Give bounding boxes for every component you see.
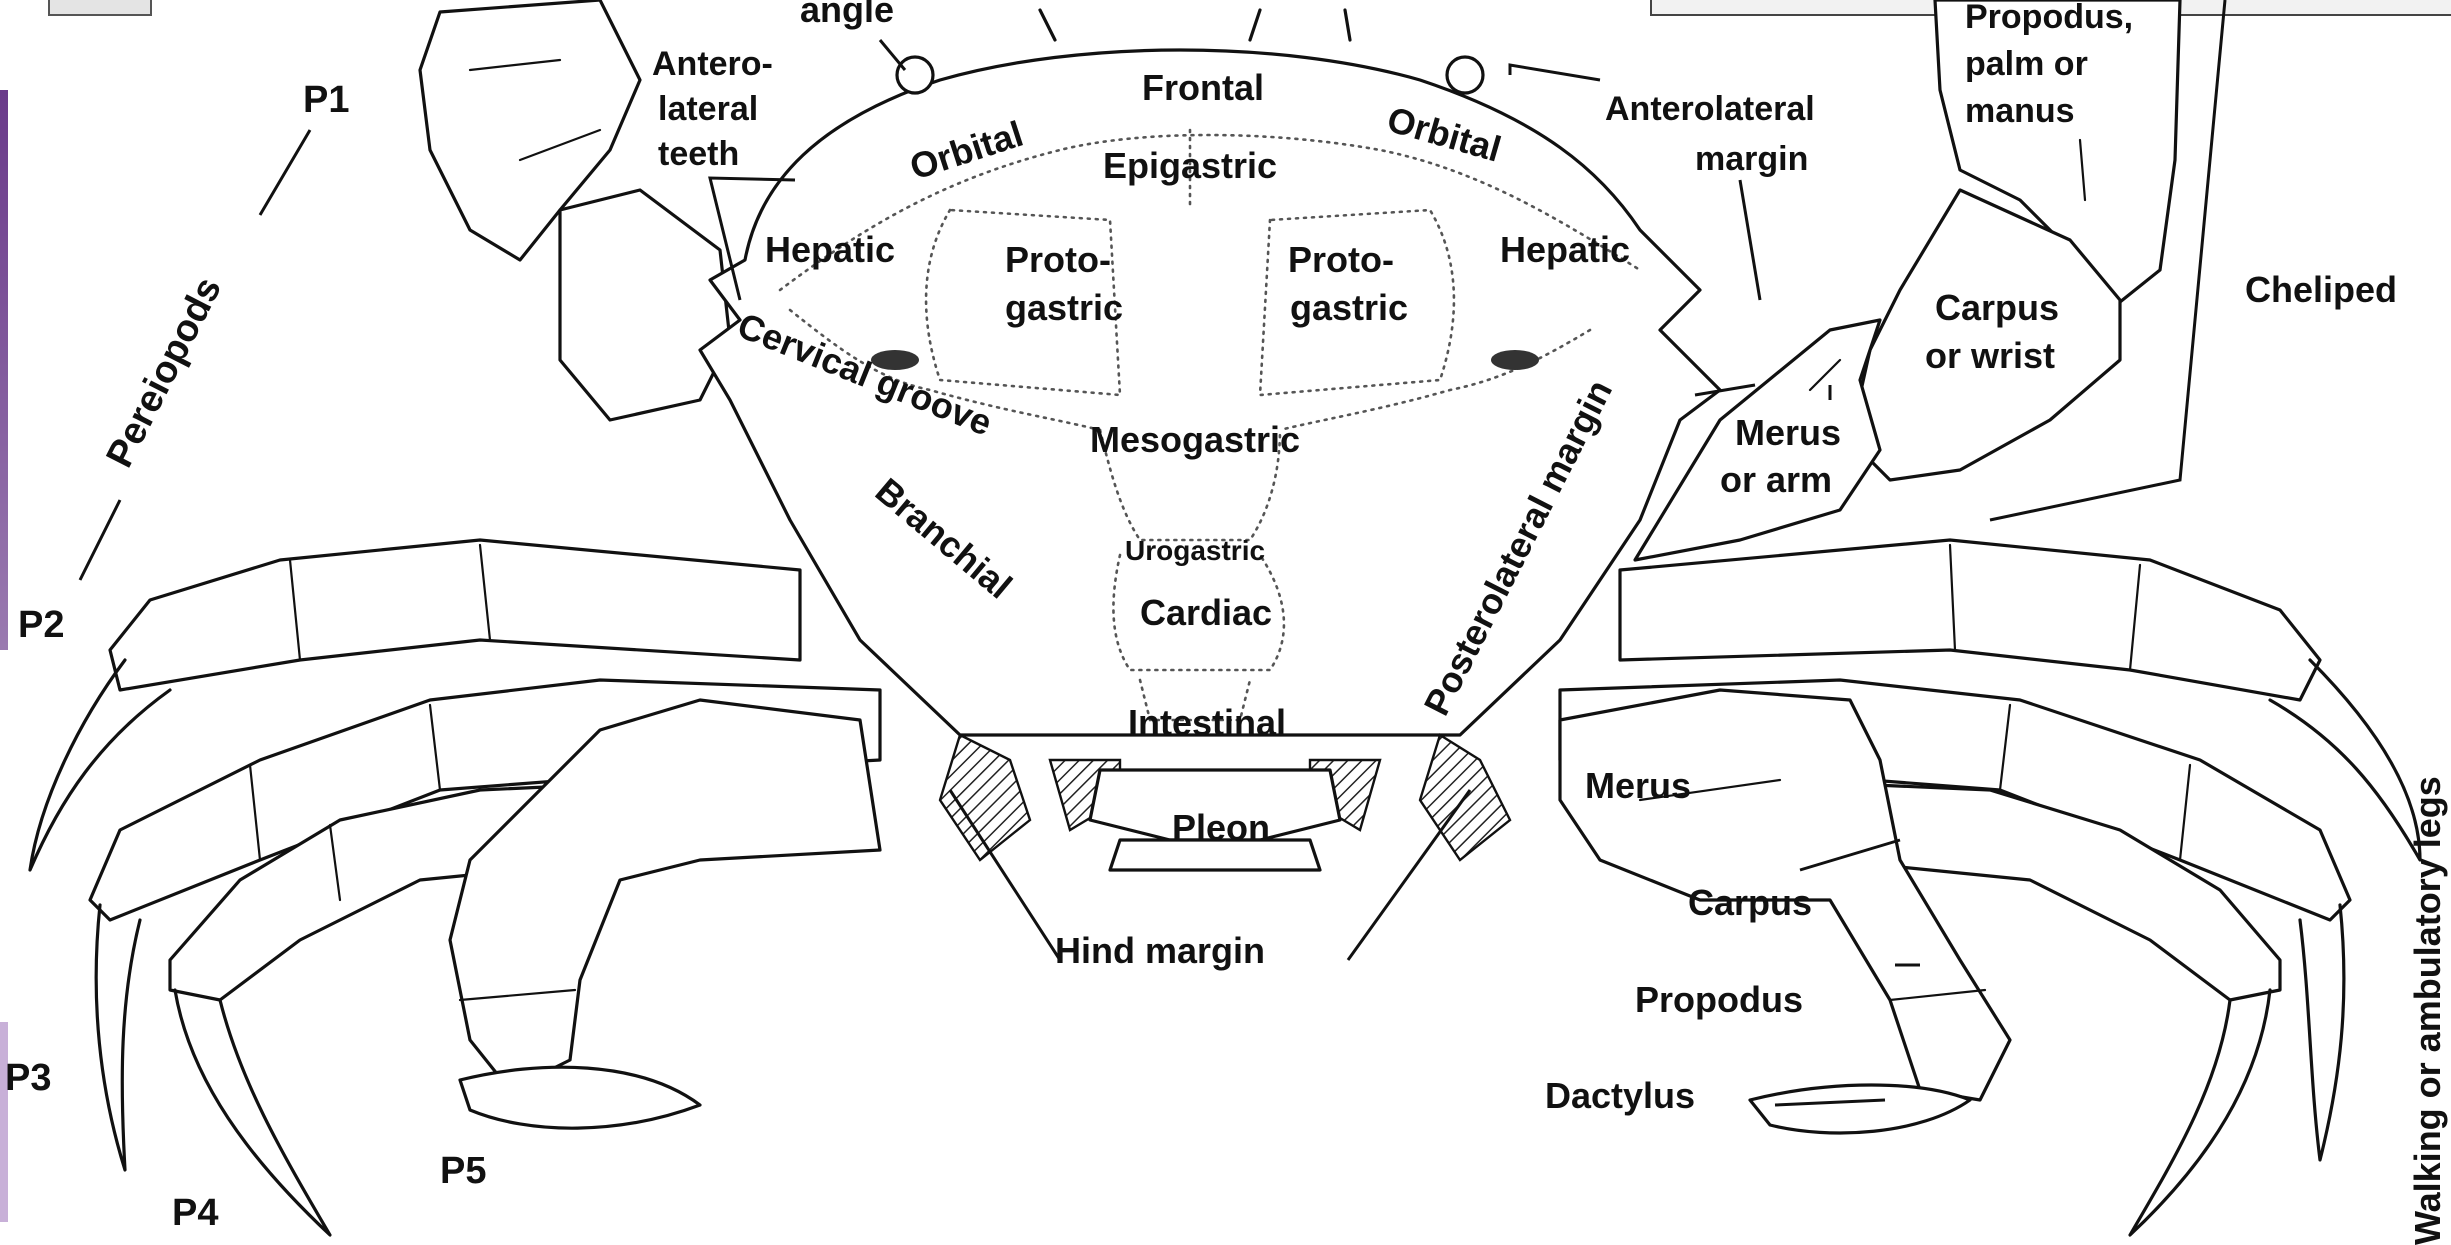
label-mesogastric: Mesogastric [1090,419,1300,460]
label-antero-lateral-teeth-1: Antero- [652,45,773,83]
label-epigastric: Epigastric [1103,145,1277,186]
label-p1: P1 [303,79,349,121]
label-carpus: Carpus [1688,882,1812,923]
label-anterolateral-margin-1: Anterolateral [1605,90,1815,128]
label-hepatic-left: Hepatic [765,229,895,270]
label-propodus-palm-3: manus [1965,92,2075,130]
label-merus-or-arm-2: or arm [1720,459,1832,500]
label-pleon: Pleon [1172,807,1270,848]
label-p4: P4 [172,1192,218,1234]
label-walking-legs: Walking or ambulatory legs [2407,776,2448,1245]
label-p3: P3 [5,1057,51,1099]
label-protogastric-left-2: gastric [1005,287,1123,328]
label-protogastric-right-2: gastric [1290,287,1408,328]
label-urogastric: Urogastric [1125,535,1265,566]
label-propodus-palm-1: Propodus, [1965,0,2133,36]
label-protogastric-right-1: Proto- [1288,239,1394,280]
label-antero-lateral-teeth-2: lateral [658,90,758,128]
label-pereiopods: Pereiopods [99,271,230,474]
label-p2: P2 [18,604,64,646]
label-cardiac: Cardiac [1140,592,1272,633]
label-cheliped: Cheliped [2245,269,2397,310]
label-p5: P5 [440,1150,486,1192]
label-anterolateral-margin-2: margin [1695,140,1808,178]
label-propodus: Propodus [1635,979,1803,1020]
label-protogastric-left-1: Proto- [1005,239,1111,280]
label-antero-lateral-teeth-3: teeth [658,135,739,173]
label-merus: Merus [1585,765,1691,806]
label-angle: angle [800,0,894,30]
label-frontal: Frontal [1142,67,1264,108]
label-propodus-palm-2: palm or [1965,45,2088,83]
label-carpus-or-wrist-1: Carpus [1935,287,2059,328]
label-hind-margin: Hind margin [1055,930,1265,971]
label-dactylus: Dactylus [1545,1075,1695,1116]
left-walking-legs [30,540,880,1235]
label-carpus-or-wrist-2: or wrist [1925,335,2055,376]
label-hepatic-right: Hepatic [1500,229,1630,270]
right-cheliped [1635,0,2180,560]
label-merus-or-arm-1: Merus [1735,412,1841,453]
label-intestinal: Intestinal [1128,702,1286,743]
